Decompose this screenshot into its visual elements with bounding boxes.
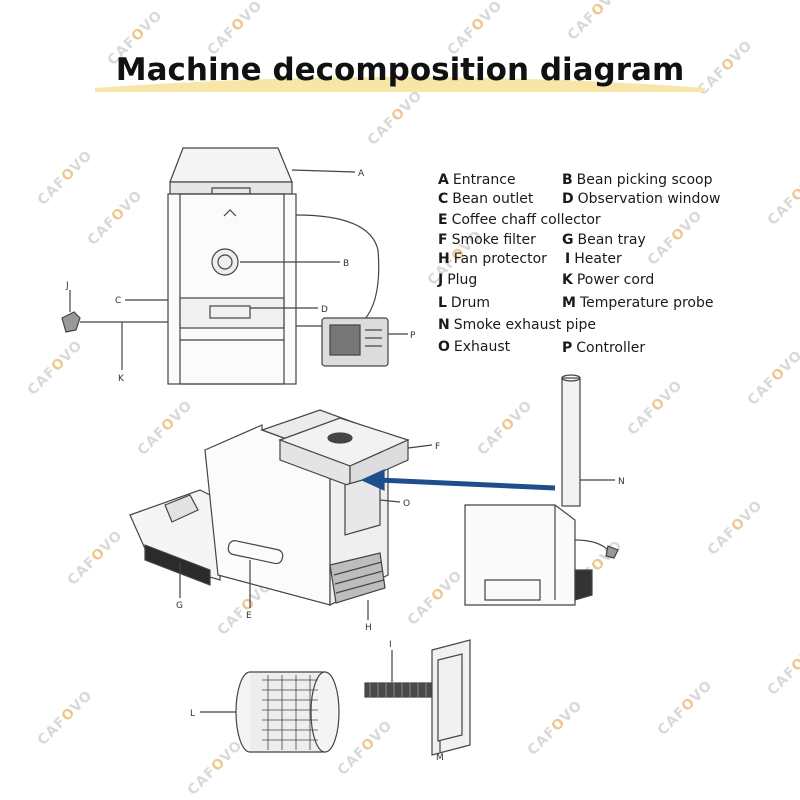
svg-text:E: E	[246, 611, 252, 621]
heater-part: I M	[364, 639, 471, 763]
svg-text:J: J	[65, 281, 69, 291]
svg-text:G: G	[176, 601, 183, 611]
svg-text:F: F	[435, 442, 440, 452]
exhaust-arrow-head	[360, 469, 385, 491]
front-view-machine: A B C D P J K	[61, 147, 416, 385]
drum-part: L	[190, 671, 340, 753]
svg-text:A: A	[358, 169, 365, 179]
exhaust-arrow	[377, 477, 556, 491]
svg-text:K: K	[118, 374, 125, 384]
svg-text:L: L	[190, 709, 195, 719]
svg-text:B: B	[343, 259, 349, 269]
page-title: Machine decomposition diagram	[115, 52, 685, 88]
svg-text:C: C	[115, 296, 121, 306]
chimney-machine: N	[464, 374, 625, 606]
svg-text:N: N	[618, 477, 625, 487]
title-highlight-band	[95, 77, 705, 92]
svg-text:O: O	[403, 499, 410, 509]
svg-text:H: H	[365, 623, 372, 633]
svg-text:P: P	[410, 331, 416, 341]
svg-text:I: I	[389, 640, 392, 650]
svg-text:M: M	[436, 753, 444, 763]
isometric-machine: F O G E H	[129, 409, 440, 633]
svg-text:D: D	[321, 305, 328, 315]
